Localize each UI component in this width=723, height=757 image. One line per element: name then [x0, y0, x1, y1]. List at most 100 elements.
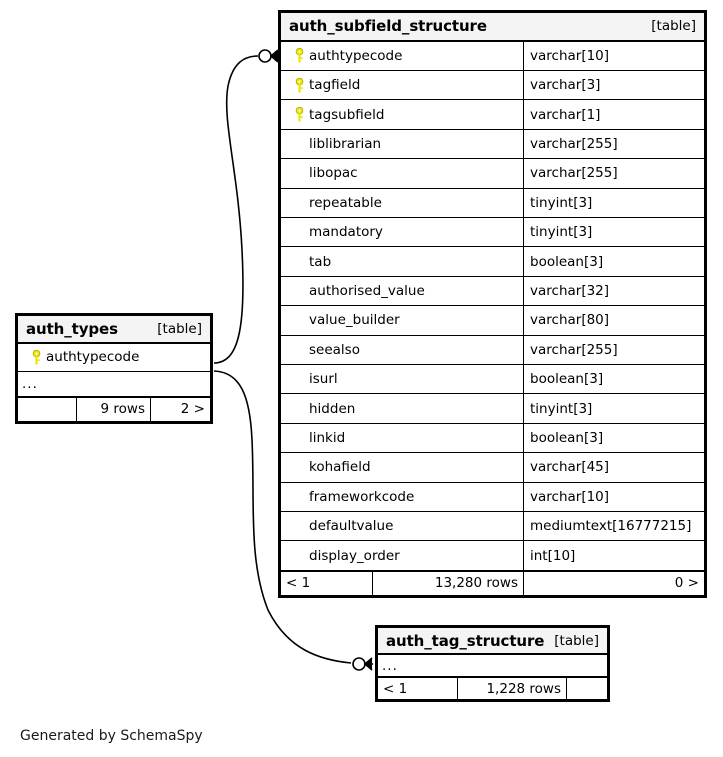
column-name-cell: repeatable [281, 189, 523, 217]
column-type-cell: tinyint[3] [523, 218, 704, 247]
column-name-cell: authtypecode [18, 344, 210, 371]
column-name-label: repeatable [309, 194, 382, 211]
column-type-cell: varchar[1] [523, 100, 704, 129]
table-column-row[interactable]: tagfield varchar[3] [281, 71, 704, 101]
table-column-row[interactable]: mandatory tinyint[3] [281, 218, 704, 248]
column-name-cell: linkid [281, 424, 523, 452]
column-name-label: tab [309, 253, 332, 270]
more-columns-ellipsis: ... [378, 655, 607, 677]
column-name-cell: liblibrarian [281, 130, 523, 158]
column-name-cell: defaultvalue [281, 512, 523, 540]
table-kind-label: [table] [651, 18, 696, 35]
footer-parent-count: < 1 [286, 575, 311, 592]
marker-zero-or-many-tagstructure [352, 657, 373, 671]
table-column-row[interactable]: seealso varchar[255] [281, 335, 704, 365]
more-columns-ellipsis: ... [18, 372, 210, 397]
table-column-row[interactable]: isurl boolean[3] [281, 365, 704, 395]
table-column-row[interactable]: hidden tinyint[3] [281, 394, 704, 424]
column-name-cell: mandatory [281, 218, 523, 246]
table-column-row[interactable]: libopac varchar[255] [281, 159, 704, 189]
footer-row-count: 1,228 rows [457, 678, 566, 699]
table-column-row[interactable]: linkid boolean[3] [281, 423, 704, 454]
column-name-label: tagsubfield [309, 106, 385, 123]
column-type-cell: varchar[10] [523, 41, 704, 71]
table-auth-subfield-structure[interactable]: auth_subfield_structure [table] authtype… [278, 10, 707, 598]
column-type-cell: varchar[3] [523, 71, 704, 100]
column-type-cell: tinyint[3] [523, 188, 704, 218]
column-name-label: authorised_value [309, 283, 425, 300]
column-name-label: seealso [309, 341, 360, 358]
footer-row-count: 9 rows [76, 397, 150, 421]
table-column-row[interactable]: authtypecode varchar[10] [281, 41, 704, 72]
column-name-cell: tagsubfield [281, 100, 523, 128]
column-name-cell: libopac [281, 159, 523, 187]
table-kind-label: [table] [554, 632, 599, 649]
column-name-label: hidden [309, 400, 356, 417]
column-name-cell: value_builder [281, 306, 523, 334]
column-type-cell: boolean[3] [523, 365, 704, 394]
table-title: auth_tag_structure [386, 631, 545, 650]
column-type-cell: varchar[255] [523, 159, 704, 188]
column-name-cell: seealso [281, 336, 523, 364]
column-name-cell: frameworkcode [281, 483, 523, 511]
column-name-label: tagfield [309, 77, 361, 94]
column-name-label: value_builder [309, 312, 400, 329]
column-type-cell: boolean[3] [523, 423, 704, 453]
column-type-cell: varchar[255] [523, 335, 704, 364]
marker-zero-or-many-subfield [258, 49, 279, 63]
footer-row-count: 13,280 rows [372, 571, 523, 595]
table-auth-types[interactable]: auth_types [table] authtypecode ... 9 ro… [15, 313, 213, 424]
table-footer: < 1 13,280 rows 0 > [281, 570, 704, 595]
footer-parent-count: < 1 [383, 680, 408, 697]
table-auth-tag-structure[interactable]: auth_tag_structure [table] ... < 1 1,228… [375, 625, 610, 702]
column-name-cell: kohafield [281, 453, 523, 481]
primary-key-icon [295, 77, 303, 93]
column-name-label: authtypecode [309, 47, 403, 64]
generated-by-note: Generated by SchemaSpy [20, 728, 203, 744]
column-type-cell: tinyint[3] [523, 394, 704, 423]
table-column-row[interactable]: tagsubfield varchar[1] [281, 100, 704, 130]
primary-key-icon [26, 349, 46, 365]
footer-child-count: 0 > [523, 571, 704, 595]
column-name-label: linkid [309, 429, 346, 446]
footer-parent-count [18, 398, 76, 421]
table-header: auth_tag_structure [table] [378, 628, 607, 655]
table-column-row[interactable]: authtypecode [18, 343, 210, 372]
column-name-label: mandatory [309, 224, 383, 241]
column-name-label: liblibrarian [309, 136, 382, 153]
column-type-cell: varchar[45] [523, 453, 704, 482]
primary-key-icon [32, 349, 40, 365]
column-type-cell: int[10] [523, 541, 704, 570]
table-kind-label: [table] [157, 320, 202, 337]
column-name-cell: tagfield [281, 71, 523, 99]
column-name-label: frameworkcode [309, 488, 415, 505]
column-name-cell: hidden [281, 394, 523, 422]
column-name-cell: authorised_value [281, 277, 523, 305]
column-name-label: display_order [309, 547, 400, 564]
table-columns: authtypecode varchar[10] tagfield varchar[3… [281, 41, 704, 571]
table-footer: < 1 1,228 rows [378, 677, 607, 699]
column-name-label: isurl [309, 371, 338, 388]
table-header: auth_subfield_structure [table] [281, 13, 704, 42]
table-column-row[interactable]: display_order int[10] [281, 541, 704, 571]
table-column-row[interactable]: repeatable tinyint[3] [281, 188, 704, 219]
primary-key-icon [295, 48, 303, 63]
table-header: auth_types [table] [18, 316, 210, 344]
column-name-label: libopac [309, 165, 358, 182]
column-type-cell: mediumtext[16777215] [523, 511, 704, 541]
column-name-label: authtypecode [46, 349, 140, 366]
table-footer: 9 rows 2 > [18, 396, 210, 421]
primary-key-icon [295, 107, 303, 122]
primary-key-icon [289, 48, 309, 63]
table-title: auth_types [26, 319, 118, 338]
column-name-cell: display_order [281, 541, 523, 569]
footer-child-count [566, 678, 607, 699]
